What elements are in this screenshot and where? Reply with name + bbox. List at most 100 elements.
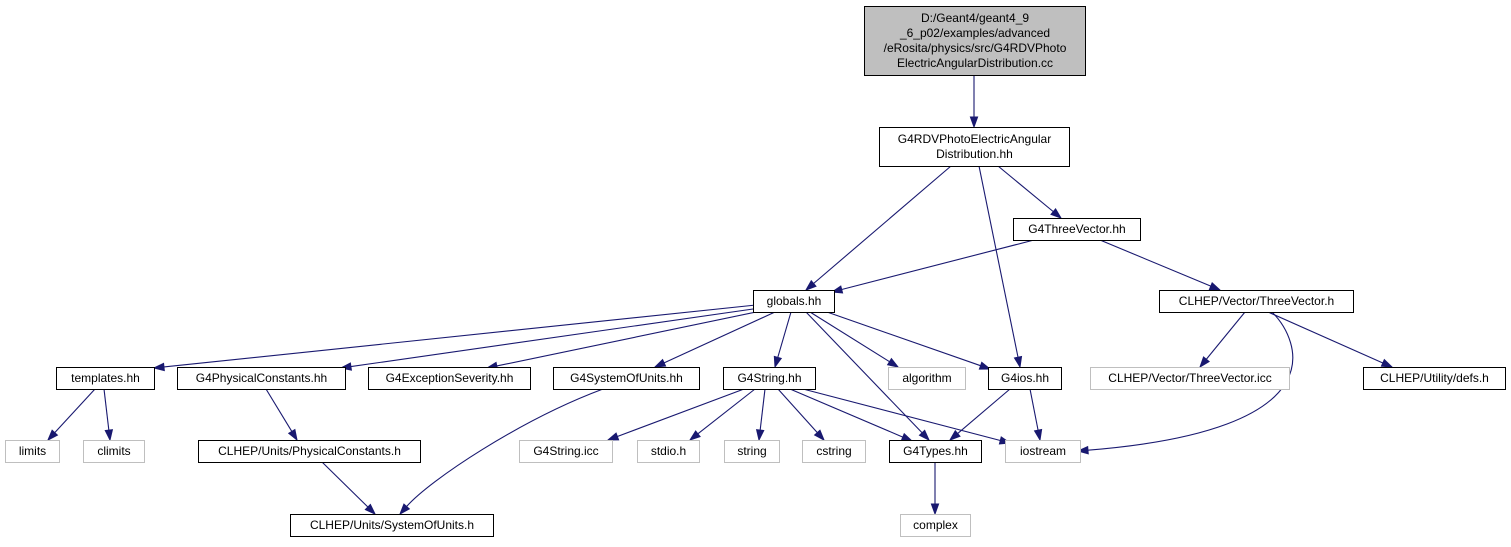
node-box xyxy=(988,367,1062,390)
edge-line xyxy=(406,388,604,507)
edge-line xyxy=(1267,311,1384,364)
arrowhead-icon xyxy=(1050,207,1063,219)
arrowhead-icon xyxy=(364,503,377,516)
edge-g4ios-to-g4types xyxy=(948,388,1011,441)
node-string: string xyxy=(724,440,780,463)
edge-globals-to-templates xyxy=(152,304,757,372)
node-label: CLHEP/Units/PhysicalConstants.h xyxy=(218,444,401,458)
edge-globals-to-sysunits xyxy=(653,311,776,368)
edge-physconst-to-clhep_physconst xyxy=(265,388,298,442)
arrowhead-icon xyxy=(653,358,667,368)
node-g4string[interactable]: G4String.hh xyxy=(723,367,816,390)
node-templates[interactable]: templates.hh xyxy=(56,367,155,390)
arrowhead-icon xyxy=(969,116,979,129)
arrowhead-icon xyxy=(978,361,992,370)
edge-clhep_threevector-to-defs xyxy=(1267,311,1394,368)
node-box xyxy=(56,367,155,390)
node-label: CLHEP/Units/SystemOfUnits.h xyxy=(310,518,474,532)
node-label: CLHEP/Vector/ThreeVector.icc xyxy=(1108,371,1271,385)
node-box xyxy=(879,127,1070,167)
arrowhead-icon xyxy=(900,432,914,442)
arrowhead-icon xyxy=(104,429,114,442)
edge-line xyxy=(809,311,890,363)
arrowhead-icon xyxy=(1199,356,1210,369)
edge-line xyxy=(841,239,1035,291)
node-threevector-icc: CLHEP/Vector/ThreeVector.icc xyxy=(1090,367,1290,390)
arrowhead-icon xyxy=(948,429,961,441)
edge-line xyxy=(997,165,1054,213)
node-label: globals.hh xyxy=(767,294,822,308)
node-box xyxy=(5,440,60,463)
edge-line xyxy=(163,304,757,368)
edge-threevector-to-clhep_threevector xyxy=(1099,239,1222,291)
node-stdio: stdio.h xyxy=(637,440,700,463)
node-box xyxy=(290,514,494,537)
node-globals[interactable]: globals.hh xyxy=(753,290,835,313)
node-label: stdio.h xyxy=(651,444,686,458)
edge-line xyxy=(697,388,756,435)
node-label: CLHEP/Utility/defs.h xyxy=(1380,371,1489,385)
edge-line xyxy=(957,388,1011,434)
edge-line xyxy=(103,388,110,431)
edge-root-to-g4rdv xyxy=(969,75,979,129)
edge-globals-to-g4types xyxy=(805,311,931,442)
node-box xyxy=(888,367,966,390)
node-label: /eRosita/physics/src/G4RDVPhoto xyxy=(884,41,1067,55)
node-root[interactable]: D:/Geant4/geant4_9_6_p02/examples/advanc… xyxy=(864,6,1086,76)
node-box xyxy=(1159,290,1354,313)
arrowhead-icon xyxy=(1033,428,1043,442)
node-exception[interactable]: G4ExceptionSeverity.hh xyxy=(368,367,531,390)
node-label: G4String.icc xyxy=(533,444,598,458)
edge-g4string-to-stdio xyxy=(688,388,756,441)
node-label: G4RDVPhotoElectricAngular xyxy=(898,132,1051,146)
node-clhep-threevector[interactable]: CLHEP/Vector/ThreeVector.h xyxy=(1159,290,1354,313)
node-box xyxy=(519,440,613,463)
node-box xyxy=(753,290,835,313)
node-threevector[interactable]: G4ThreeVector.hh xyxy=(1013,218,1141,241)
node-label: cstring xyxy=(816,444,851,458)
node-clhep-physconst[interactable]: CLHEP/Units/PhysicalConstants.h xyxy=(198,440,421,463)
node-box xyxy=(1090,367,1290,390)
node-g4types[interactable]: G4Types.hh xyxy=(889,440,982,463)
node-sysunits[interactable]: G4SystemOfUnits.hh xyxy=(553,367,700,390)
edge-g4rdv-to-globals xyxy=(804,165,952,291)
edge-sysunits-to-clhep_sysunits xyxy=(399,388,604,516)
edge-globals-to-g4ios xyxy=(826,311,992,370)
node-defs[interactable]: CLHEP/Utility/defs.h xyxy=(1363,367,1506,390)
edge-g4string-to-g4types xyxy=(789,388,914,442)
edge-line xyxy=(777,388,818,433)
node-algorithm: algorithm xyxy=(888,367,966,390)
node-limits: limits xyxy=(5,440,60,463)
node-box xyxy=(553,367,700,390)
arrowhead-icon xyxy=(930,503,940,516)
arrowhead-icon xyxy=(886,357,900,368)
node-label: limits xyxy=(19,444,46,458)
arrowhead-icon xyxy=(1380,358,1394,368)
edge-g4string-to-g4string_icc xyxy=(606,388,745,441)
edge-line xyxy=(826,311,981,367)
node-box xyxy=(1363,367,1506,390)
node-cstring: cstring xyxy=(802,440,866,463)
node-g4string-icc: G4String.icc xyxy=(519,440,613,463)
node-box xyxy=(900,514,971,537)
node-g4ios[interactable]: G4ios.hh xyxy=(988,367,1062,390)
arrowhead-icon xyxy=(813,429,825,442)
arrowhead-icon xyxy=(804,279,817,291)
edge-line xyxy=(813,165,952,284)
node-physconst[interactable]: G4PhysicalConstants.hh xyxy=(177,367,346,390)
node-label: templates.hh xyxy=(71,371,140,385)
edge-line xyxy=(978,165,1019,358)
node-clhep-sysunits[interactable]: CLHEP/Units/SystemOfUnits.h xyxy=(290,514,494,537)
edge-line xyxy=(789,388,904,438)
edge-line xyxy=(617,388,745,438)
node-label: G4ThreeVector.hh xyxy=(1028,222,1125,236)
edge-line xyxy=(1099,239,1211,287)
arrowhead-icon xyxy=(688,430,701,441)
node-label: _6_p02/examples/advanced xyxy=(899,26,1050,40)
node-box xyxy=(198,440,421,463)
edge-clhep_threevector-to-threevector_icc xyxy=(1199,311,1246,369)
edge-g4ios-to-iostream xyxy=(1029,388,1043,442)
node-label: G4PhysicalConstants.hh xyxy=(196,371,327,385)
